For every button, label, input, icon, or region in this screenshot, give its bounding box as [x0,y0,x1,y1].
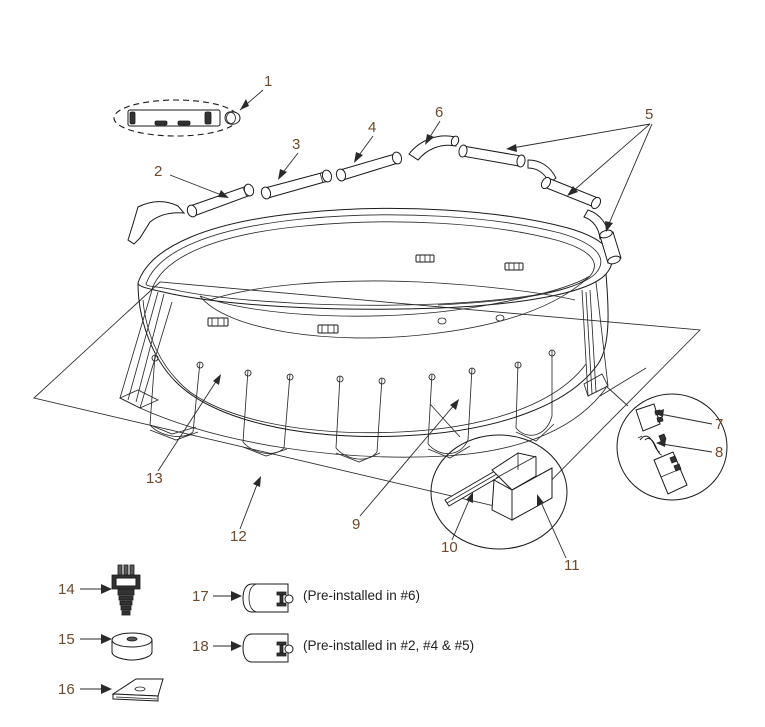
callout-number-9: 9 [352,516,361,533]
legend-icon-18-end-cap-flat [242,633,294,663]
pool-liner [137,207,613,437]
inset-circle-7-8 [599,367,728,501]
part-tube-2 [127,183,255,245]
legend-icon-17-end-cap-rounded [242,583,294,613]
part-tube-4 [335,151,403,182]
callout-number-15: 15 [58,631,75,648]
callout-number-6: 6 [435,104,444,121]
part-tube-3 [260,169,333,200]
note-pre-installed-6: (Pre-installed in #6) [303,588,421,603]
part-elbow-6 [408,135,460,161]
legend-icon-15-valve-cap [111,632,153,661]
inset-circle-10-11 [429,403,568,550]
callout-number-14: 14 [58,581,75,598]
callout-number-1: 1 [264,73,273,90]
ground-cloth [33,281,701,513]
callout-number-10: 10 [441,539,458,556]
legend-icon-16-wedge-block [111,678,164,702]
note-pre-installed-2-4-5: (Pre-installed in #2, #4 & #5) [303,638,475,653]
callout-number-3: 3 [292,136,301,153]
callout-number-7: 7 [715,416,724,433]
callout-number-18: 18 [192,638,209,655]
callout-number-13: 13 [146,470,163,487]
part-1-inset [113,99,241,137]
part-tubes-5 [458,144,622,265]
rail-connector-clips [207,254,524,334]
callout-number-12: 12 [230,528,247,545]
pool-support-legs [119,281,609,463]
callout-number-8: 8 [715,444,724,461]
legend-icon-14-drain-valve-connector [111,564,141,616]
callout-number-11: 11 [564,557,580,574]
callout-number-17: 17 [192,588,209,605]
callout-number-4: 4 [368,119,377,136]
callout-number-16: 16 [58,681,75,698]
leader-lines [80,89,713,694]
callout-number-2: 2 [154,163,163,180]
callout-number-5: 5 [645,106,654,123]
